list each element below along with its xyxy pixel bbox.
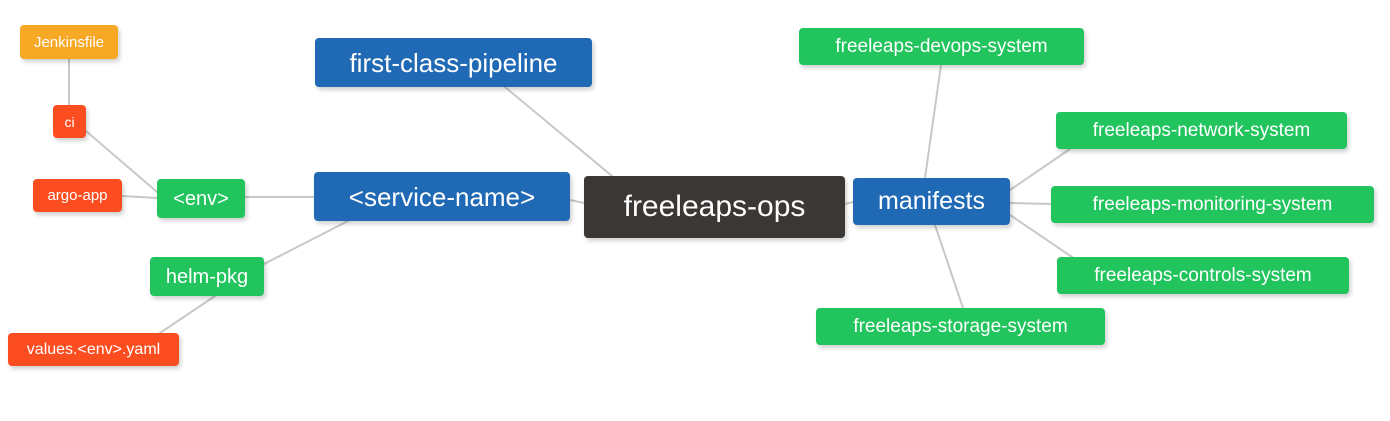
node-service-name[interactable]: <service-name> xyxy=(314,172,570,221)
node-freeleaps-devops-system[interactable]: freeleaps-devops-system xyxy=(799,28,1084,65)
node-label-freeleaps-devops-system: freeleaps-devops-system xyxy=(835,36,1048,57)
node-label-argo-app: argo-app xyxy=(47,187,108,204)
node-first-class-pipeline[interactable]: first-class-pipeline xyxy=(315,38,592,87)
edge-values-yaml-to-helm-pkg xyxy=(159,295,216,334)
node-label-ci: ci xyxy=(64,113,75,130)
node-freeleaps-storage-system[interactable]: freeleaps-storage-system xyxy=(816,308,1105,345)
edge-service-name-to-freeleaps-ops xyxy=(569,199,585,204)
edge-argo-app-to-env xyxy=(121,195,158,199)
node-freeleaps-controls-system[interactable]: freeleaps-controls-system xyxy=(1057,257,1349,294)
node-ci[interactable]: ci xyxy=(53,105,86,138)
node-label-freeleaps-controls-system: freeleaps-controls-system xyxy=(1094,265,1312,286)
node-freeleaps-network-system[interactable]: freeleaps-network-system xyxy=(1056,112,1347,149)
edge-manifests-to-freeleaps-network-system xyxy=(1009,148,1071,191)
node-env[interactable]: <env> xyxy=(157,179,245,218)
node-jenkinsfile[interactable]: Jenkinsfile xyxy=(20,25,118,59)
edge-manifests-to-freeleaps-devops-system xyxy=(924,64,942,179)
node-freeleaps-ops[interactable]: freeleaps-ops xyxy=(584,176,845,238)
node-label-jenkinsfile: Jenkinsfile xyxy=(33,33,105,51)
node-values-yaml[interactable]: values.<env>.yaml xyxy=(8,333,179,366)
node-label-env: <env> xyxy=(173,187,229,210)
node-manifests[interactable]: manifests xyxy=(853,178,1010,225)
node-label-freeleaps-storage-system: freeleaps-storage-system xyxy=(853,316,1068,337)
node-label-values-yaml: values.<env>.yaml xyxy=(26,340,161,358)
edge-helm-pkg-to-service-name xyxy=(263,220,349,265)
node-label-first-class-pipeline: first-class-pipeline xyxy=(349,47,558,78)
node-label-freeleaps-network-system: freeleaps-network-system xyxy=(1092,120,1311,141)
node-label-manifests: manifests xyxy=(878,187,985,215)
node-helm-pkg[interactable]: helm-pkg xyxy=(150,257,264,296)
edge-freeleaps-ops-to-manifests xyxy=(844,201,854,205)
node-label-helm-pkg: helm-pkg xyxy=(165,265,249,288)
node-label-service-name: <service-name> xyxy=(348,181,536,212)
edge-manifests-to-freeleaps-monitoring-system xyxy=(1009,202,1052,205)
node-label-freeleaps-monitoring-system: freeleaps-monitoring-system xyxy=(1092,194,1333,215)
edge-manifests-to-freeleaps-storage-system xyxy=(934,224,964,309)
node-freeleaps-monitoring-system[interactable]: freeleaps-monitoring-system xyxy=(1051,186,1374,223)
node-label-freeleaps-ops: freeleaps-ops xyxy=(623,190,806,223)
node-argo-app[interactable]: argo-app xyxy=(33,179,122,212)
edge-first-class-pipeline-to-freeleaps-ops xyxy=(504,86,613,177)
